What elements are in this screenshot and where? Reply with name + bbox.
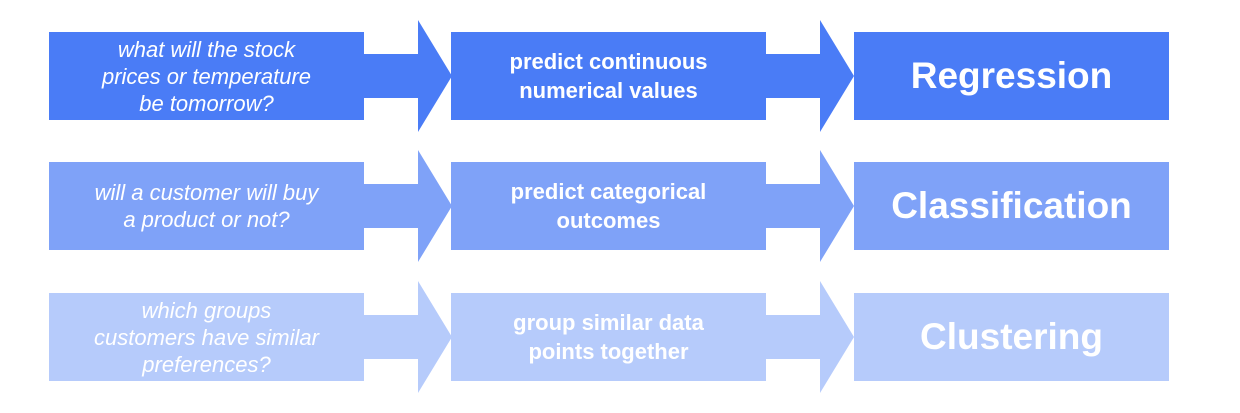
arrow-right-icon — [362, 20, 452, 132]
diagram-row-regression: what will the stock prices or temperatur… — [0, 20, 1240, 132]
question-text: will a customer will buy a product or no… — [94, 180, 319, 232]
method-box: group similar data points together — [451, 293, 766, 381]
arrow-right-icon — [764, 281, 854, 393]
method-text: predict continuous numerical values — [509, 49, 708, 103]
task-label: Regression — [910, 55, 1113, 96]
arrow-right-icon — [764, 20, 854, 132]
question-box: what will the stock prices or temperatur… — [49, 32, 364, 120]
question-box: will a customer will buy a product or no… — [49, 162, 364, 250]
diagram-row-classification: will a customer will buy a product or no… — [0, 150, 1240, 262]
question-text: what will the stock prices or temperatur… — [101, 36, 312, 116]
task-box: Classification — [854, 162, 1169, 250]
method-box: predict continuous numerical values — [451, 32, 766, 120]
method-box: predict categorical outcomes — [451, 162, 766, 250]
arrow-right-icon — [362, 150, 452, 262]
task-label: Classification — [891, 185, 1132, 226]
method-text: group similar data points together — [513, 310, 704, 364]
arrow-right-icon — [362, 281, 452, 393]
method-text: predict categorical outcomes — [510, 179, 707, 233]
task-label: Clustering — [920, 316, 1103, 357]
arrow-right-icon — [764, 150, 854, 262]
question-text: which groups customers have similar pref… — [94, 297, 319, 377]
task-box: Clustering — [854, 293, 1169, 381]
question-box: which groups customers have similar pref… — [49, 293, 364, 381]
task-box: Regression — [854, 32, 1169, 120]
diagram-row-clustering: which groups customers have similar pref… — [0, 281, 1240, 393]
